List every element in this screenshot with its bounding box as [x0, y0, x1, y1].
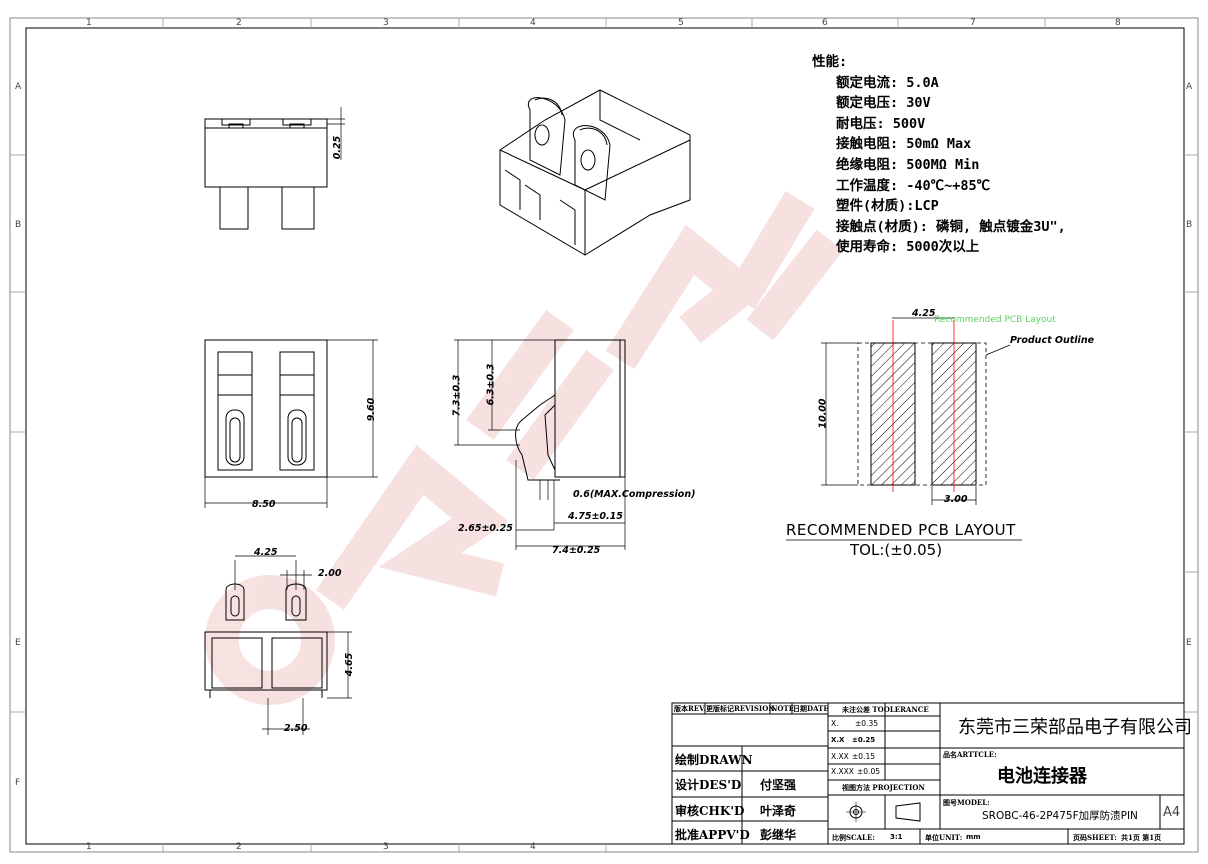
- zone-left-f: F: [15, 778, 21, 788]
- tb-des-label: 设计DES'D: [675, 778, 742, 792]
- tb-appv: 彭继华: [760, 828, 797, 842]
- tb-model-label: 图号MODEL:: [943, 798, 990, 807]
- spec-rated-voltage: 额定电压: 30V: [836, 95, 931, 112]
- dim-bottom-height: 4.65: [344, 652, 356, 677]
- dim-side-7-3: 7.3±0.3: [451, 374, 463, 417]
- tb-tol-k1: X.X: [831, 736, 845, 744]
- zone-left-a: A: [15, 82, 22, 92]
- dim-side-4-75: 4.75±0.15: [568, 511, 623, 522]
- tb-tol-v3: ±0.05: [857, 767, 880, 776]
- spec-housing-material: 塑件(材质):LCP: [836, 198, 939, 215]
- tb-company: 东莞市三荣部品电子有限公司: [958, 717, 1192, 738]
- dim-side-2-65: 2.65±0.25: [458, 523, 513, 534]
- spec-contact-resistance: 接触电阻: 50mΩ Max: [836, 136, 972, 153]
- zone-left-e: E: [15, 638, 21, 648]
- spec-list: 性能: 额定电流: 5.0A 额定电压: 30V 耐电压: 500V 接触电阻:…: [812, 52, 1066, 258]
- tb-chk: 叶泽奇: [760, 804, 797, 818]
- watermark-logo: [205, 191, 844, 705]
- zone-right-a: A: [1186, 82, 1193, 92]
- tb-change-header: 更版标记REVISION: [706, 704, 775, 713]
- dim-front-width: 8.50: [252, 499, 276, 510]
- spec-operating-temp: 工作温度: -40℃~+85℃: [836, 177, 991, 194]
- spec-insulation-resistance: 绝缘电阻: 500MΩ Min: [836, 156, 980, 173]
- pcb-tolerance: TOL:(±0.05): [850, 541, 943, 559]
- dim-bottom-pin: 2.00: [318, 568, 342, 579]
- spec-rated-current: 额定电流: 5.0A: [836, 74, 939, 91]
- zone-top-1: 1: [86, 18, 92, 28]
- zone-left-b: B: [15, 220, 22, 230]
- tb-article-label: 品名ARTTCLE:: [943, 750, 997, 759]
- zone-bottom-3: 3: [383, 842, 389, 852]
- tb-sheet-label: 页码SHEET:: [1073, 833, 1117, 842]
- tb-tol-v1: ±0.25: [852, 736, 876, 744]
- zone-bottom-2: 2: [236, 842, 242, 852]
- tb-appv-label: 批准APPV'D: [675, 828, 750, 842]
- zone-right-e: E: [1186, 638, 1192, 648]
- tb-tol-v2: ±0.15: [852, 752, 875, 761]
- tb-projection: 视图方法 PROJECTION: [842, 783, 925, 792]
- zone-bottom-1: 1: [86, 842, 92, 852]
- tb-tol-k3: X.XXX: [831, 767, 854, 776]
- tb-rev-header: 版本REV.: [674, 704, 706, 713]
- dim-side-compression: 0.6(MAX.Compression): [573, 489, 696, 500]
- spec-life-cycles: 使用寿命: 5000次以上: [836, 239, 980, 256]
- tb-chk-label: 审核CHK'D: [675, 804, 745, 818]
- pcb-outline-label: Product Outline: [1010, 335, 1095, 346]
- pcb-green-label: Recommended PCB Layout: [934, 315, 1056, 325]
- zone-top-2: 2: [236, 18, 242, 28]
- tb-tol-k2: X.XX: [831, 752, 849, 761]
- tb-scale: 3:1: [890, 833, 903, 841]
- tb-tol-v0: ±0.35: [855, 719, 878, 728]
- tb-unit-label: 单位UNIT:: [925, 833, 963, 842]
- tb-des: 付坚强: [760, 778, 797, 792]
- zone-top-4: 4: [530, 18, 536, 28]
- pcb-pad-width: 3.00: [944, 494, 968, 505]
- dim-top-height: 0.25: [332, 135, 344, 160]
- zone-top-7: 7: [970, 18, 976, 28]
- pcb-title: RECOMMENDED PCB LAYOUT: [786, 521, 1016, 539]
- tb-sheet: 共1页 第1页: [1121, 833, 1162, 842]
- pcb-height: 10.00: [817, 398, 829, 429]
- zone-top-8: 8: [1115, 18, 1121, 28]
- tb-model: SROBC-46-2P475F加厚防渍PIN: [982, 810, 1138, 822]
- spec-heading: 性能:: [812, 54, 848, 70]
- spec-withstand-voltage: 耐电压: 500V: [836, 115, 926, 132]
- dim-side-6-3: 6.3±0.3: [485, 363, 497, 406]
- tb-unit: mm: [966, 833, 981, 841]
- tb-article: 电池连接器: [997, 766, 1087, 787]
- zone-bottom-4: 4: [530, 842, 536, 852]
- tb-size: A4: [1163, 805, 1181, 820]
- dim-front-height: 9.60: [366, 397, 378, 422]
- zone-top-5: 5: [678, 18, 684, 28]
- dim-side-7-4: 7.4±0.25: [552, 545, 601, 556]
- tb-tol-k0: X.: [831, 719, 839, 728]
- spec-contact-material: 接触点(材质): 磷铜, 触点镀金3U",: [836, 218, 1066, 235]
- dim-bottom-pitch: 4.25: [254, 547, 278, 558]
- dim-bottom-width: 2.50: [284, 723, 308, 734]
- pcb-pitch: 4.25: [912, 308, 936, 319]
- tb-tol-header: 未注公差 TOOLERANCE: [842, 705, 929, 714]
- tb-note-header: NOTE: [771, 704, 795, 713]
- tb-date-header: 日期DATE: [793, 704, 829, 713]
- zone-right-b: B: [1186, 220, 1193, 230]
- zone-top-3: 3: [383, 18, 389, 28]
- zone-top-6: 6: [822, 18, 828, 28]
- tb-drawn-label: 绘制DRAWN: [675, 753, 753, 767]
- tb-scale-label: 比例SCALE:: [832, 833, 875, 842]
